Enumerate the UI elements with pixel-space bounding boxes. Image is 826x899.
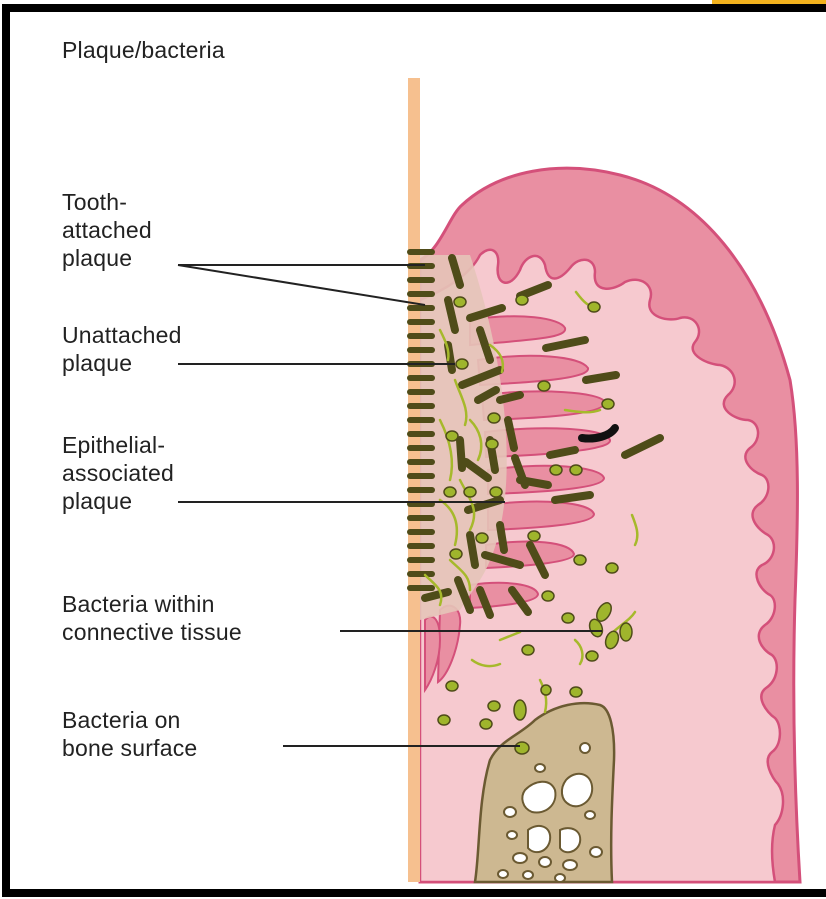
leader-tooth-attached-b bbox=[178, 265, 425, 305]
label-bacteria-bone-surface: Bacteria on bone surface bbox=[62, 706, 197, 762]
label-unattached-plaque: Unattached plaque bbox=[62, 321, 182, 377]
figure-title: Plaque/bacteria bbox=[62, 36, 225, 64]
label-tooth-attached-plaque: Tooth- attached plaque bbox=[62, 188, 152, 272]
label-epithelial-associated-plaque: Epithelial- associated plaque bbox=[62, 431, 174, 515]
label-bacteria-connective-tissue: Bacteria within connective tissue bbox=[62, 590, 242, 646]
tooth-surface bbox=[408, 78, 420, 882]
